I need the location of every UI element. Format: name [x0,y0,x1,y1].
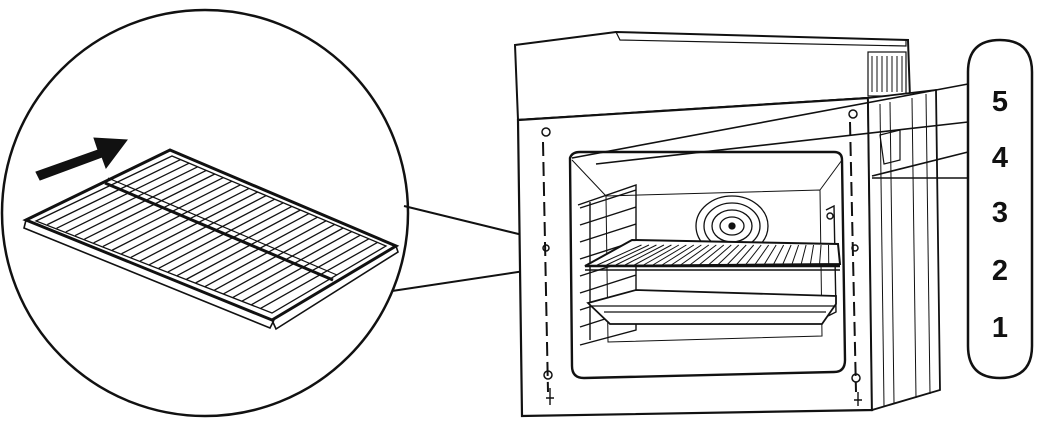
baking-tray [586,289,837,325]
shelf-level-1: 1 [992,312,1008,344]
frame-screws [541,109,862,406]
arrow-right-icon [35,137,128,181]
shelf-level-indicator: 5 4 3 2 1 [571,38,1034,380]
wire-rack [22,148,400,331]
level-tab [966,38,1034,380]
shelf-level-2: 2 [992,255,1008,287]
zoom-circle [0,8,410,418]
level-pointer-lines [571,83,969,179]
oven-side [867,88,941,412]
frame-seal-dashes [542,121,857,393]
rack-zoom-callout [0,8,410,418]
oven [513,30,941,418]
shelf-level-5: 5 [992,86,1008,118]
shelf-level-3: 3 [992,197,1008,229]
shelf-level-4: 4 [992,142,1008,174]
inserted-wire-rack [584,238,842,271]
